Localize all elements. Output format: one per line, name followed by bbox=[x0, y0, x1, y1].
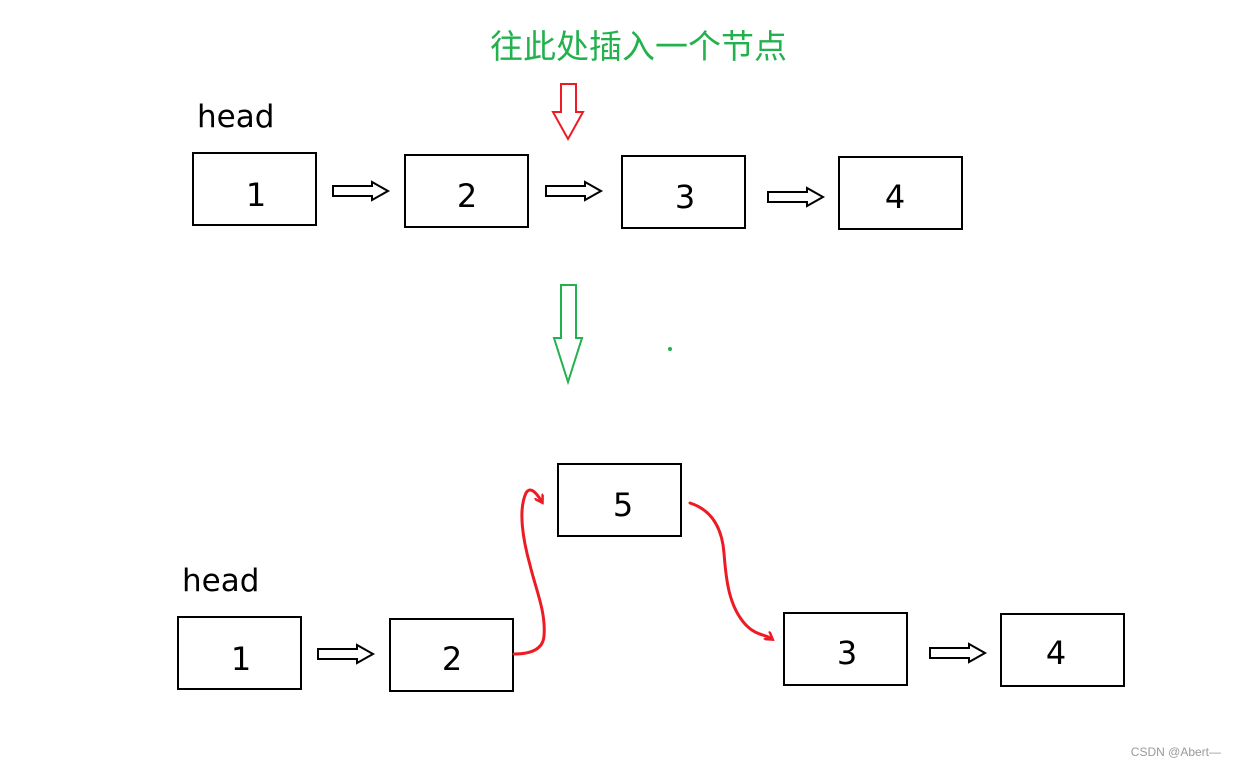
node-value: 3 bbox=[837, 634, 857, 672]
next-arrow bbox=[929, 642, 988, 664]
node-value: 4 bbox=[885, 178, 905, 216]
link-2-to-5 bbox=[512, 488, 546, 656]
node-box bbox=[621, 155, 746, 229]
node-box bbox=[177, 616, 302, 690]
node-box bbox=[192, 152, 317, 226]
node-after-1: 1 bbox=[177, 616, 302, 690]
node-box bbox=[389, 618, 514, 692]
node-before-3: 3 bbox=[621, 155, 746, 229]
node-before-4: 4 bbox=[838, 156, 963, 230]
node-after-3: 3 bbox=[783, 612, 908, 686]
next-arrow bbox=[317, 643, 376, 665]
node-before-2: 2 bbox=[404, 154, 529, 228]
next-arrow bbox=[332, 180, 391, 202]
node-box bbox=[404, 154, 529, 228]
watermark: CSDN @Abert— bbox=[1131, 745, 1221, 759]
node-value: 2 bbox=[442, 640, 462, 678]
link-5-to-3 bbox=[688, 501, 772, 639]
node-value: 1 bbox=[231, 640, 251, 678]
transition-arrow bbox=[552, 284, 584, 386]
node-value: 3 bbox=[675, 178, 695, 216]
node-box bbox=[838, 156, 963, 230]
node-after-2: 2 bbox=[389, 618, 514, 692]
node-after-new-5: 5 bbox=[557, 463, 682, 537]
next-arrow bbox=[545, 180, 604, 202]
insert-marker-arrow bbox=[551, 83, 585, 142]
node-box bbox=[783, 612, 908, 686]
head-label-after: head bbox=[182, 563, 259, 599]
insert-position-annotation: 往此处插入一个节点 bbox=[490, 27, 787, 66]
node-value: 1 bbox=[246, 176, 266, 214]
node-value: 4 bbox=[1046, 634, 1066, 672]
stray-dot bbox=[668, 347, 672, 351]
node-box bbox=[557, 463, 682, 537]
node-before-1: 1 bbox=[192, 152, 317, 226]
head-label-before: head bbox=[197, 99, 274, 135]
node-value: 5 bbox=[613, 486, 633, 524]
node-value: 2 bbox=[457, 177, 477, 215]
node-after-4: 4 bbox=[1000, 613, 1125, 687]
node-box bbox=[1000, 613, 1125, 687]
next-arrow bbox=[767, 186, 826, 208]
